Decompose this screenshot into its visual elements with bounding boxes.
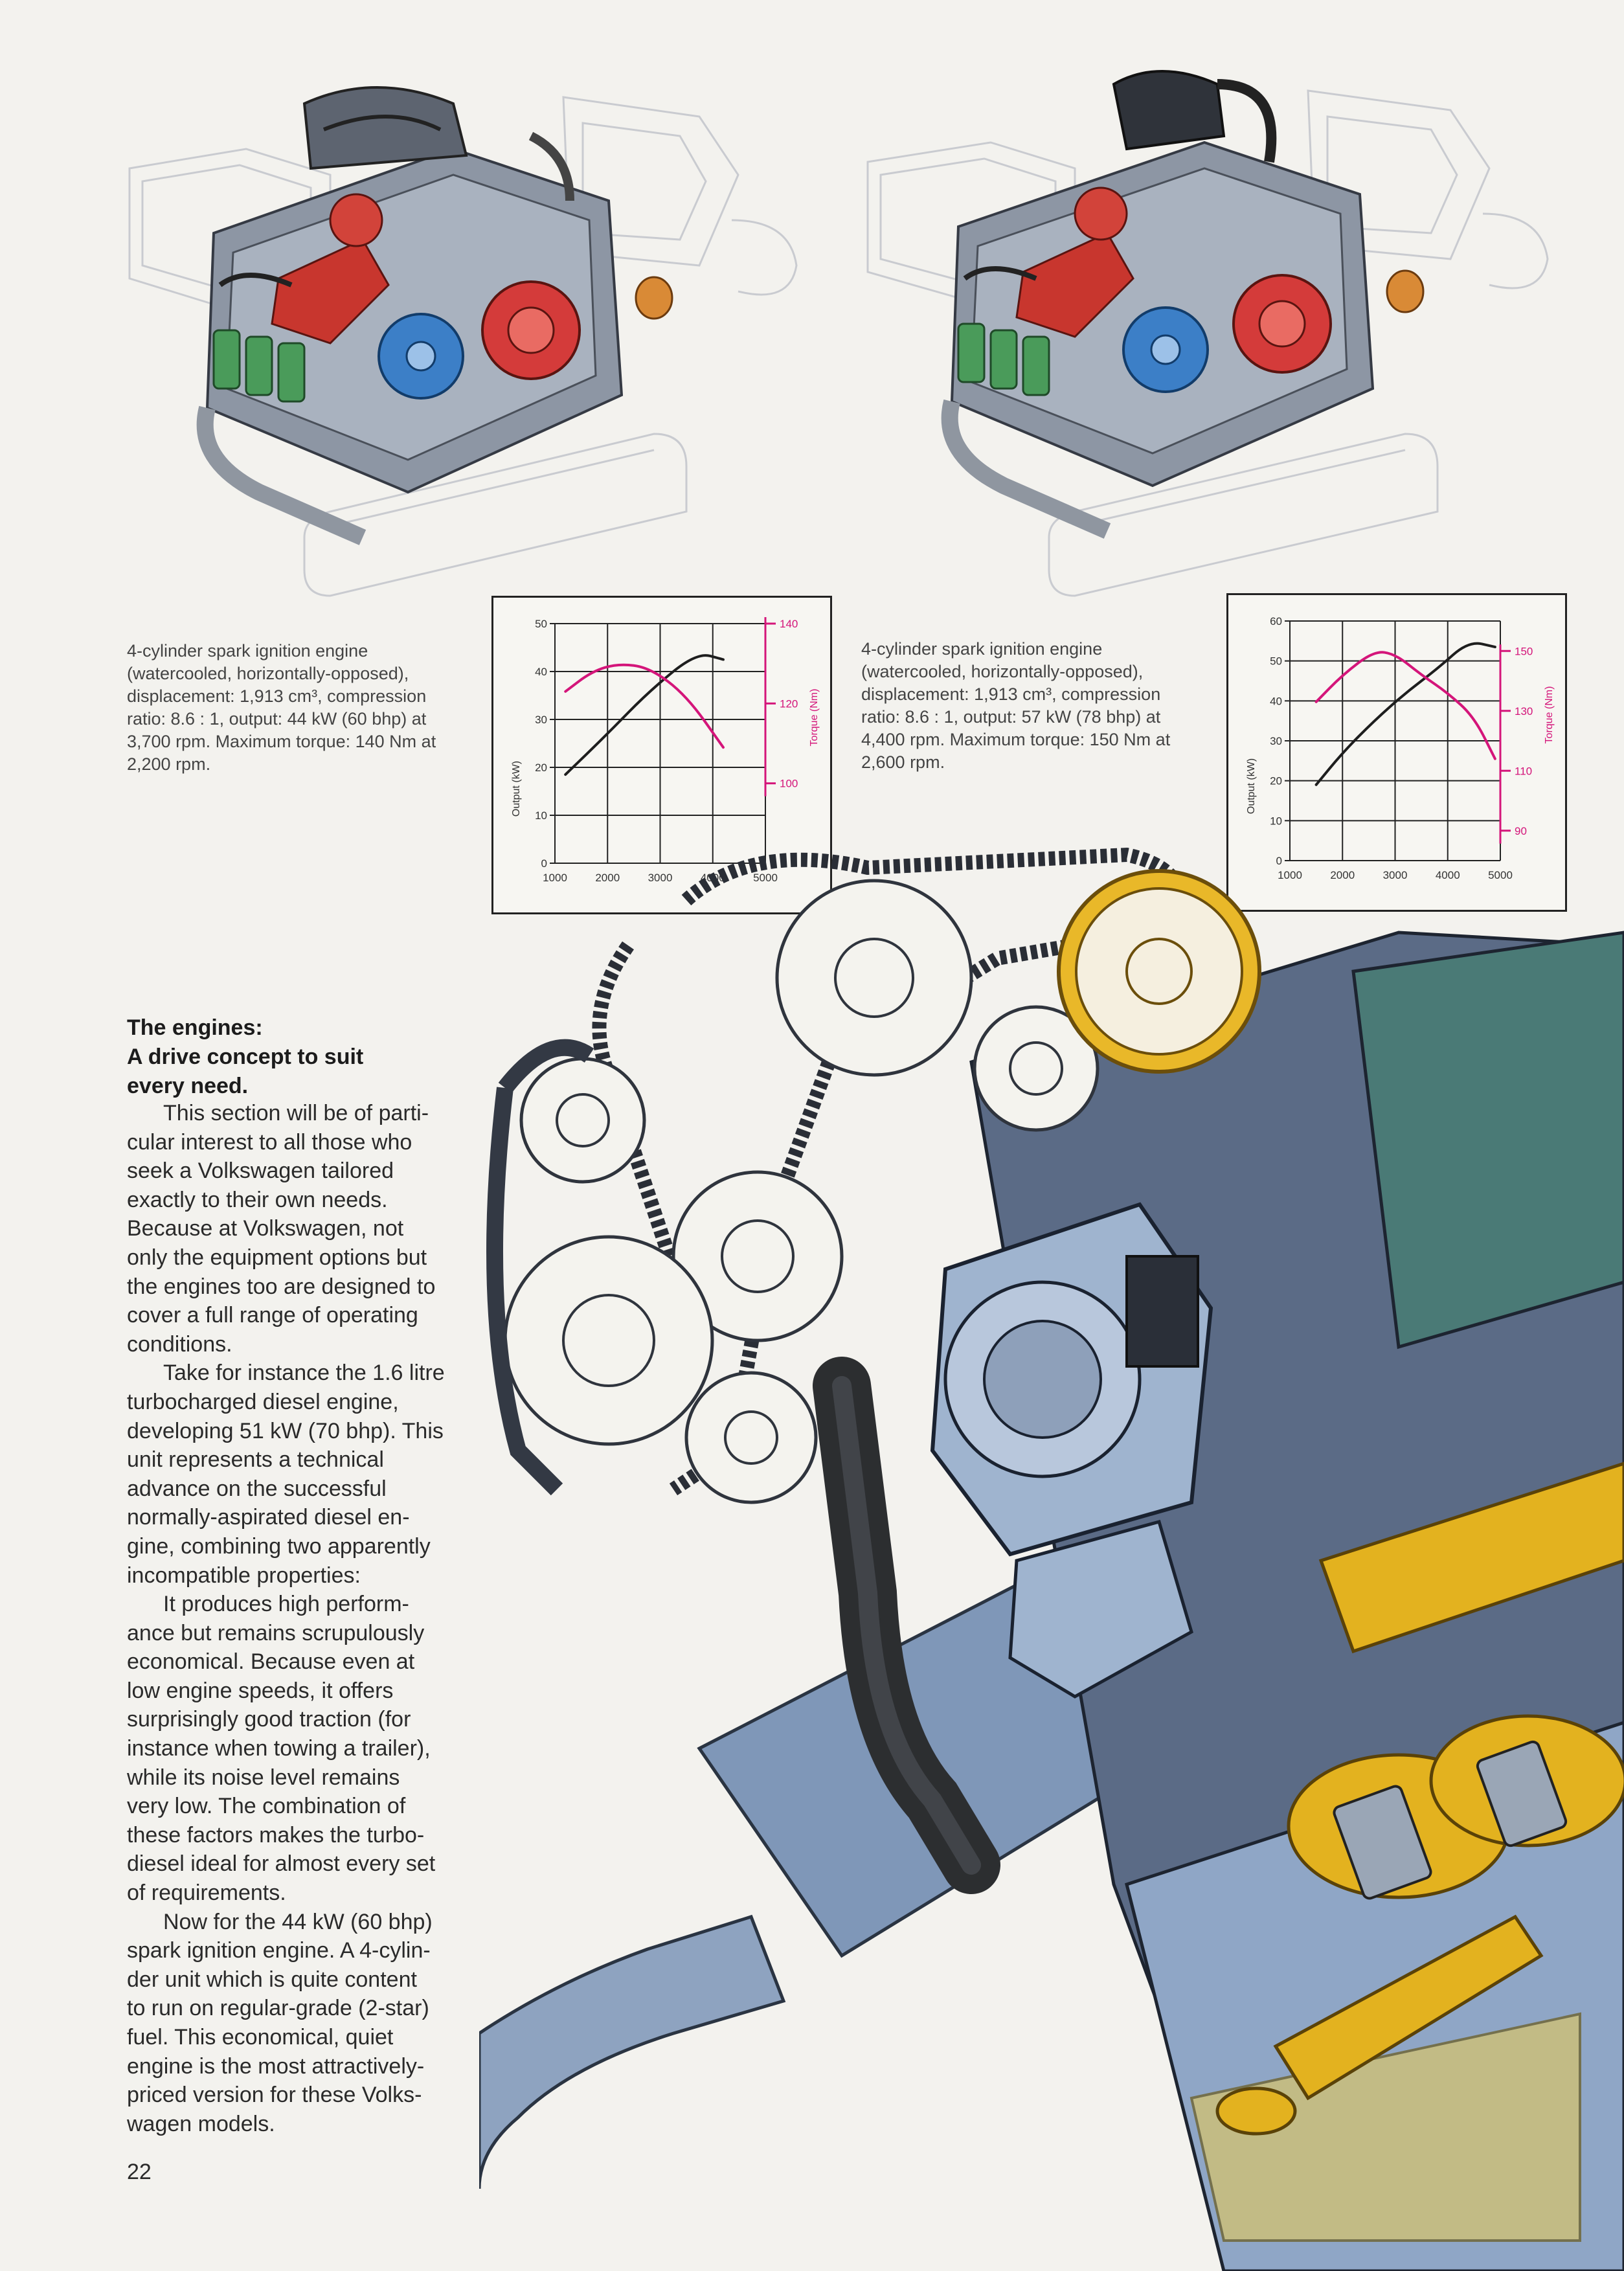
- y-axis-label: Output (kW): [1246, 758, 1257, 814]
- y-tick-label: 10: [535, 809, 547, 822]
- caption-line: 2,600 rpm.: [861, 752, 945, 772]
- body-line: gine, combining two apparently: [127, 1533, 431, 1559]
- body-line: exactly to their own needs.: [127, 1187, 388, 1212]
- caption-line: displacement: 1,913 cm³, compression: [127, 686, 427, 706]
- y2-tick-label: 150: [1515, 645, 1533, 657]
- y-tick-label: 0: [541, 857, 547, 870]
- output-curve: [564, 654, 725, 776]
- body-line: conditions.: [127, 1331, 232, 1357]
- x-tick-label: 3000: [648, 872, 673, 884]
- section-heading: The engines: A drive concept to suit eve…: [127, 1013, 464, 1101]
- y-tick-label: 60: [1270, 615, 1282, 627]
- y-tick-label: 30: [1270, 735, 1282, 747]
- body-line: Take for instance the 1.6 litre: [163, 1361, 445, 1386]
- body-line: wagen models.: [127, 2111, 275, 2136]
- caption-line: ratio: 8.6 : 1, output: 44 kW (60 bhp) a…: [127, 709, 427, 729]
- heading-line: A drive concept to suit: [127, 1045, 364, 1069]
- body-line: der unit which is quite content: [127, 1967, 417, 1992]
- y-tick-label: 20: [535, 762, 547, 774]
- x-tick-label: 1000: [1278, 869, 1302, 881]
- body-line: only the equipment options but: [127, 1245, 427, 1270]
- output-curve: [1314, 642, 1496, 786]
- y2-axis-label: Torque (Nm): [809, 689, 820, 747]
- body-line: advance on the successful: [127, 1476, 387, 1501]
- engine-caption-60bhp: 4-cylinder spark ignition engine (waterc…: [127, 640, 490, 776]
- body-line: cover a full range of operating: [127, 1303, 418, 1328]
- caption-line: 4-cylinder spark ignition engine: [127, 641, 368, 661]
- body-line: the engines too are designed to: [127, 1274, 436, 1299]
- body-line: surprisingly good traction (for: [127, 1707, 411, 1732]
- engine-cutaway-illustration: [479, 816, 1624, 2271]
- body-line: Now for the 44 kW (60 bhp): [163, 1909, 433, 1934]
- x-tick-label: 2000: [595, 872, 620, 884]
- y-tick-label: 20: [1270, 775, 1282, 787]
- body-line: incompatible properties:: [127, 1563, 361, 1588]
- body-line: This section will be of parti-: [163, 1101, 429, 1125]
- body-line: developing 51 kW (70 bhp). This: [127, 1418, 444, 1443]
- body-line: instance when towing a trailer),: [127, 1736, 431, 1761]
- y-tick-label: 50: [535, 618, 547, 630]
- x-tick-label: 4000: [1436, 869, 1460, 881]
- x-tick-label: 5000: [1488, 869, 1513, 881]
- y-axis-label: Output (kW): [511, 761, 522, 817]
- body-line: to run on regular-grade (2-star): [127, 1996, 429, 2021]
- y2-tick-label: 90: [1515, 825, 1527, 837]
- body-line: normally-aspirated diesel en-: [127, 1505, 410, 1530]
- heading-line: The engines:: [127, 1015, 263, 1040]
- y-tick-label: 40: [1270, 695, 1282, 707]
- body-line: low engine speeds, it offers: [127, 1678, 394, 1703]
- y-tick-label: 0: [1276, 855, 1282, 867]
- chart-svg-78bhp: 1000 2000 3000 4000 5000 0 10 20 30 40 50 60 90 110 13…: [1246, 615, 1555, 881]
- caption-line: 2,200 rpm.: [127, 754, 211, 774]
- body-line: ance but remains scrupulously: [127, 1620, 425, 1645]
- engine-caption-78bhp: 4-cylinder spark ignition engine (waterc…: [861, 638, 1224, 774]
- y2-tick-label: 100: [780, 778, 798, 790]
- body-text: This section will be of parti-cular inte…: [127, 1099, 470, 2138]
- caption-line: (watercooled, horizontally-opposed),: [861, 662, 1144, 681]
- body-line: economical. Because even at: [127, 1649, 415, 1675]
- torque-curve: [564, 663, 725, 749]
- caption-line: displacement: 1,913 cm³, compression: [861, 684, 1161, 704]
- caption-line: 4-cylinder spark ignition engine: [861, 639, 1103, 659]
- y2-tick-label: 130: [1515, 705, 1533, 717]
- body-line: unit represents a technical: [127, 1447, 384, 1473]
- body-line: priced version for these Volks-: [127, 2083, 422, 2108]
- body-line: seek a Volkswagen tailored: [127, 1158, 394, 1184]
- caption-line: (watercooled, horizontally-opposed),: [127, 664, 409, 683]
- y-tick-label: 30: [535, 714, 547, 726]
- caption-line: 4,400 rpm. Maximum torque: 150 Nm at: [861, 730, 1171, 749]
- caption-line: 3,700 rpm. Maximum torque: 140 Nm at: [127, 732, 436, 751]
- body-line: these factors makes the turbo-: [127, 1822, 425, 1847]
- page-number: 22: [127, 2160, 152, 2184]
- y-tick-label: 10: [1270, 815, 1282, 827]
- y2-tick-label: 110: [1515, 765, 1532, 777]
- body-line: It produces high perform-: [163, 1592, 409, 1617]
- heading-line: every need.: [127, 1074, 249, 1098]
- body-line: while its noise level remains: [127, 1765, 400, 1790]
- x-tick-label: 3000: [1383, 869, 1408, 881]
- body-line: engine is the most attractively-: [127, 2053, 425, 2079]
- x-tick-label: 5000: [753, 872, 778, 884]
- body-line: very low. The combination of: [127, 1794, 406, 1819]
- body-line: of requirements.: [127, 1881, 286, 1906]
- engine-illustration-60bhp: [117, 71, 816, 609]
- y-tick-label: 50: [1270, 655, 1282, 668]
- y2-tick-label: 120: [780, 697, 798, 710]
- body-line: cular interest to all those who: [127, 1129, 412, 1155]
- body-line: spark ignition engine. A 4-cylin-: [127, 1938, 431, 1963]
- caption-line: ratio: 8.6 : 1, output: 57 kW (78 bhp) a…: [861, 707, 1161, 727]
- torque-curve: [1314, 651, 1496, 760]
- engine-illustration-78bhp: [855, 58, 1573, 609]
- y2-axis-label: Torque (Nm): [1544, 686, 1555, 744]
- x-tick-label: 1000: [543, 872, 567, 884]
- body-line: Because at Volkswagen, not: [127, 1216, 404, 1241]
- y2-tick-label: 140: [780, 618, 798, 630]
- x-tick-label: 2000: [1330, 869, 1355, 881]
- performance-chart-78bhp: 1000 2000 3000 4000 5000 0 10 20 30 40 50 60 90 110 13…: [1226, 593, 1567, 912]
- body-line: turbocharged diesel engine,: [127, 1389, 399, 1414]
- body-line: fuel. This economical, quiet: [127, 2025, 394, 2050]
- body-line: diesel ideal for almost every set: [127, 1851, 436, 1877]
- y-tick-label: 40: [535, 666, 547, 678]
